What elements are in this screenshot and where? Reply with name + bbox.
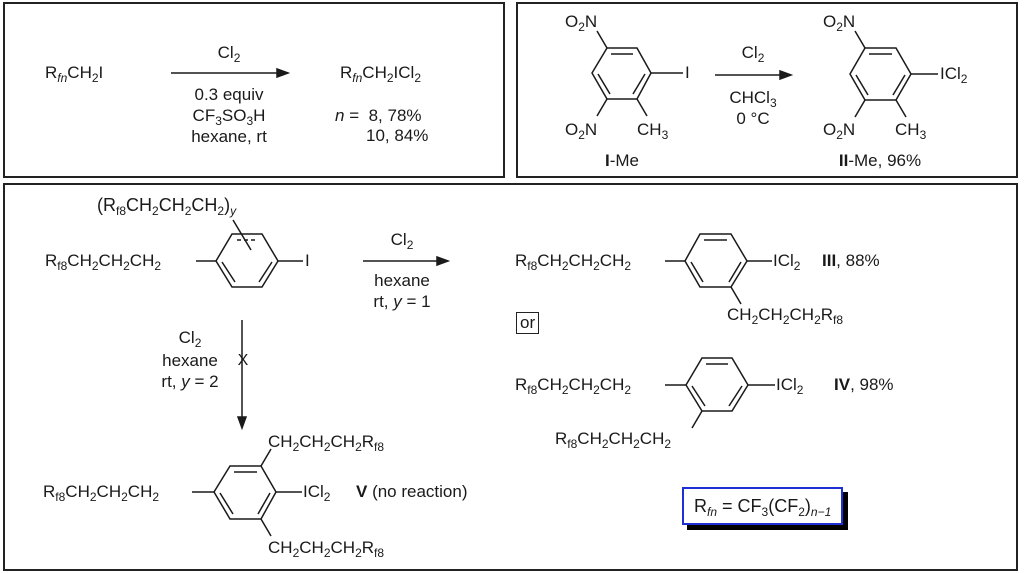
no2-top-product: O2N: [823, 12, 856, 34]
no2-bottom-product: O2N: [823, 120, 856, 142]
panel-aryl-reactions: [3, 183, 1018, 571]
condition-solvent: hexane, rt: [191, 127, 267, 146]
reactant-rfn-ch2i: RfnCH2I: [45, 63, 104, 85]
yield-row-1: n = 8, 78%: [335, 106, 422, 125]
compound-label-III: III, 88%: [822, 251, 880, 270]
III-chain: Rf8CH2CH2CH2: [515, 251, 632, 273]
iodo-substituent: I: [685, 63, 690, 82]
IV-ortho-chain: Rf8CH2CH2CH2: [555, 429, 672, 451]
compound-label-I-Me: I-Me: [604, 151, 640, 170]
condition-y2: rt, y = 2: [161, 372, 219, 391]
ch3-product: CH3: [895, 120, 927, 142]
reagent-cl2-down: Cl2: [178, 328, 202, 350]
reagent-cl2-1: Cl2: [217, 43, 241, 65]
compound-label-V: V (no reaction): [356, 482, 468, 501]
or-label: or: [516, 312, 540, 334]
panel-perfluoroalkyl-reaction: [3, 2, 505, 178]
yield-row-2: 10, 84%: [366, 126, 429, 145]
III-icl2: ICl2: [773, 251, 801, 273]
condition-y1: rt, y = 1: [373, 292, 431, 311]
start-chain: Rf8CH2CH2CH2: [45, 251, 162, 273]
no2-top-reactant: O2N: [565, 12, 598, 34]
III-ortho-chain: CH2CH2CH2Rf8: [727, 305, 844, 327]
compound-label-IV: IV, 98%: [834, 375, 894, 394]
condition-temperature: 0 °C: [736, 109, 770, 128]
V-top-chain: CH2CH2CH2Rf8: [268, 432, 385, 454]
condition-hexane-down: hexane: [162, 351, 218, 370]
ch3-reactant: CH3: [637, 120, 669, 142]
reagent-cl2-right: Cl2: [390, 230, 414, 252]
V-chain: Rf8CH2CH2CH2: [43, 482, 160, 504]
no2-bottom-reactant: O2N: [565, 120, 598, 142]
icl2-substituent: ICl2: [940, 64, 968, 86]
condition-triflic-acid: CF3SO3H: [192, 106, 266, 128]
bracket-chain-y: (Rf8CH2CH2CH2)y: [97, 195, 237, 218]
V-icl2: ICl2: [303, 482, 331, 504]
condition-chcl3: CHCl3: [729, 88, 777, 110]
condition-equiv: 0.3 equiv: [194, 85, 264, 104]
start-iodo: I: [305, 251, 310, 270]
rfn-definition-box: Rfn = CF3(CF2)n−1: [682, 487, 844, 525]
blocked-x-mark: X: [237, 352, 249, 369]
V-bottom-chain: CH2CH2CH2Rf8: [268, 538, 385, 560]
compound-label-II-Me: II-Me, 96%: [838, 151, 922, 170]
product-rfn-ch2icl2: RfnCH2ICl2: [340, 63, 422, 85]
IV-chain: Rf8CH2CH2CH2: [515, 375, 632, 397]
reagent-cl2-2: Cl2: [741, 43, 765, 65]
IV-icl2: ICl2: [776, 375, 804, 397]
condition-hexane-right: hexane: [374, 271, 430, 290]
